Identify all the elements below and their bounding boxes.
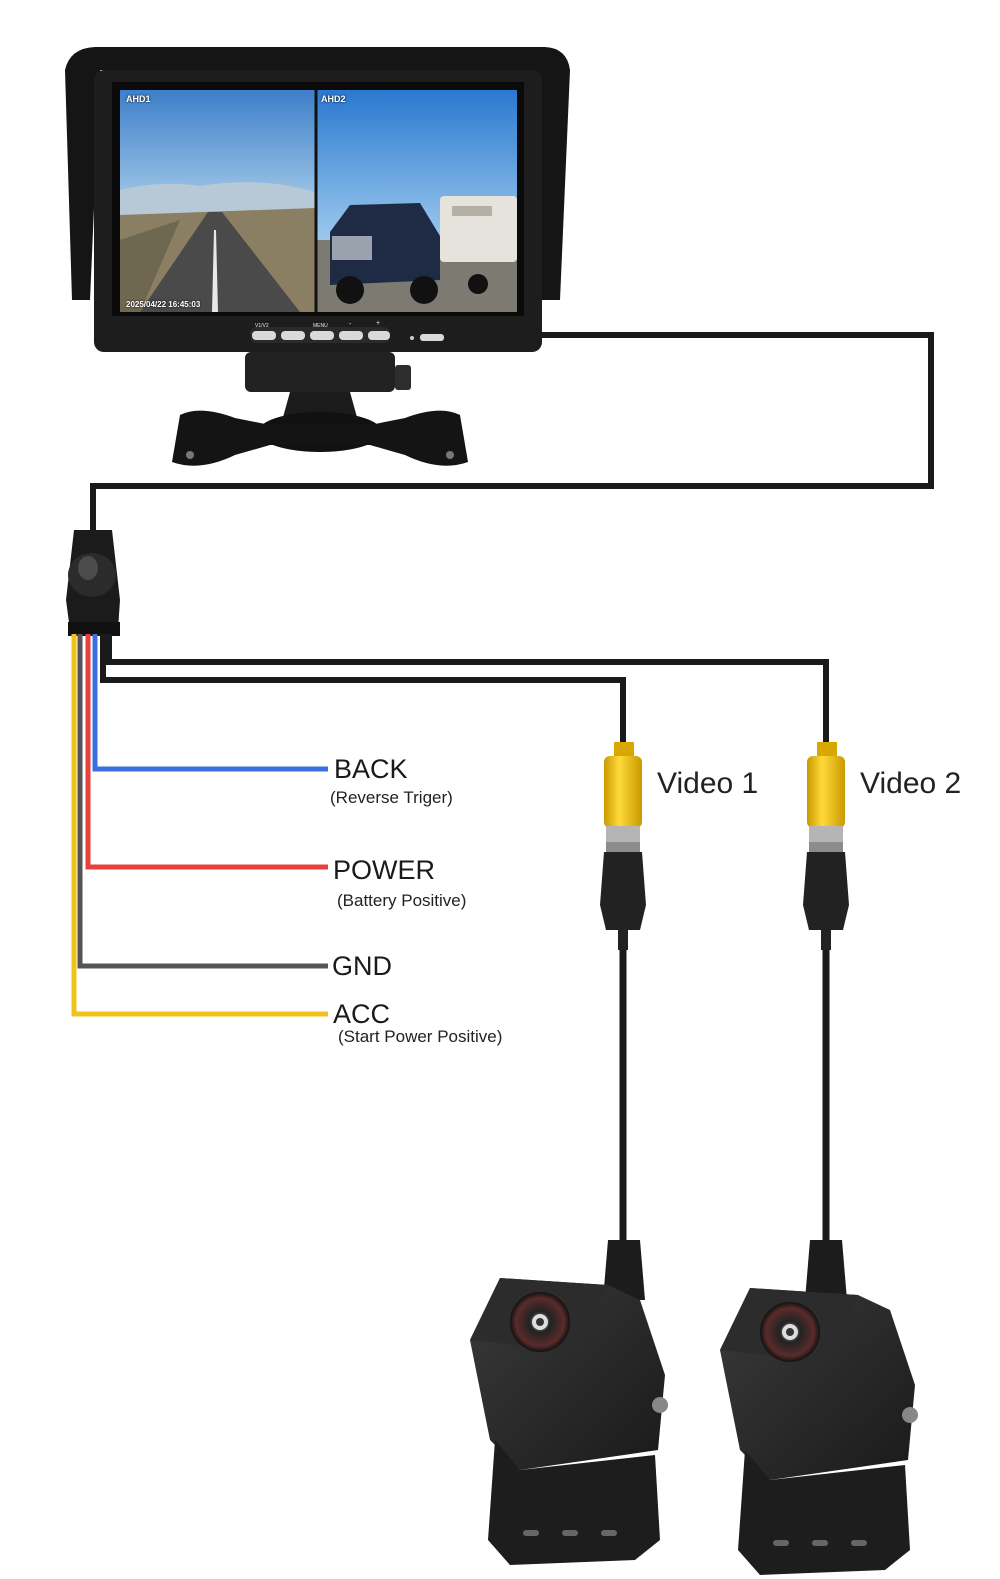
acc-note: (Start Power Positive) <box>338 1027 503 1046</box>
back-wire <box>92 634 328 772</box>
power-wire <box>85 634 328 870</box>
monitor <box>65 47 570 466</box>
screen-ahd2 <box>317 90 517 312</box>
video-2-cable <box>106 634 829 742</box>
video-cables <box>100 634 829 742</box>
minus-label: - <box>349 321 352 328</box>
plus-button[interactable] <box>368 331 390 340</box>
acc-label: ACC <box>333 999 391 1029</box>
back-label: BACK <box>334 754 408 784</box>
camera-2-screw-icon <box>902 1407 918 1423</box>
monitor-cable <box>90 332 934 530</box>
power-button[interactable] <box>420 334 444 341</box>
menu-button[interactable] <box>310 331 334 340</box>
acc-wire <box>71 634 328 1017</box>
pickup-truck <box>330 203 440 285</box>
power-label: POWER <box>333 855 436 885</box>
power-wires <box>71 634 328 1017</box>
video-1-cable <box>100 634 626 742</box>
osd-channel-2: AHD2 <box>321 94 346 104</box>
camera-1-screw-icon <box>652 1397 668 1413</box>
monitor-mount <box>245 352 395 392</box>
base-plate <box>172 410 468 466</box>
plus-label: + <box>376 320 381 327</box>
v1v2-label: V1/V2 <box>255 323 269 329</box>
osd-timestamp: 2025/04/22 16:45:03 <box>126 300 201 309</box>
minus-button[interactable] <box>339 331 363 340</box>
mode-button[interactable] <box>281 331 305 340</box>
video-1-label: Video 1 <box>657 767 759 800</box>
video-2-label: Video 2 <box>860 767 962 800</box>
screen-ahd1 <box>120 90 315 312</box>
power-note: (Battery Positive) <box>337 891 467 910</box>
camera-2 <box>720 1240 918 1575</box>
junction-box <box>66 530 120 636</box>
v1v2-button[interactable] <box>252 331 276 340</box>
video-2-connector <box>803 742 849 1250</box>
menu-label: MENU <box>313 323 328 329</box>
gnd-label: GND <box>332 951 392 981</box>
camera-1 <box>470 1240 668 1565</box>
gnd-wire <box>77 634 328 969</box>
osd-channel-1: AHD1 <box>126 94 151 104</box>
video-1-connector <box>600 742 646 1250</box>
power-led-icon <box>410 336 414 340</box>
back-note: (Reverse Triger) <box>330 788 453 807</box>
